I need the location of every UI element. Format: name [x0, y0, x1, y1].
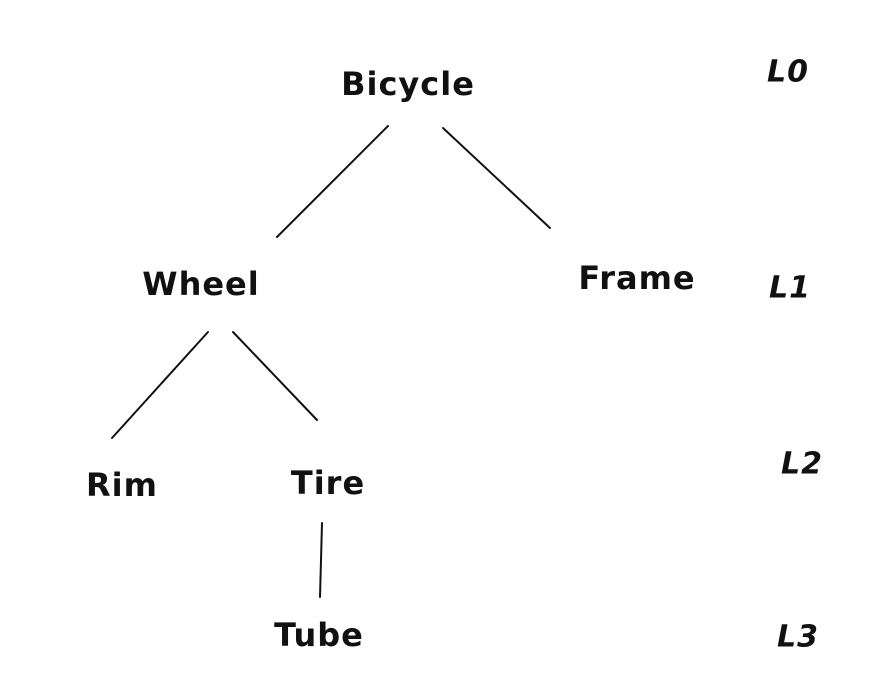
level-label-l0: L0 — [767, 54, 809, 90]
edge-bicycle-wheel — [276, 125, 389, 238]
node-bicycle: Bicycle — [341, 65, 475, 103]
level-label-l3: L3 — [777, 619, 819, 655]
edge-tire-tube — [319, 522, 323, 598]
edge-wheel-tire — [232, 331, 318, 421]
level-label-l2: L2 — [781, 446, 823, 482]
node-tire: Tire — [290, 464, 366, 502]
level-label-l1: L1 — [769, 270, 811, 306]
node-frame: Frame — [578, 259, 696, 297]
node-tube: Tube — [274, 616, 364, 654]
edge-bicycle-frame — [442, 127, 551, 229]
node-wheel: Wheel — [142, 265, 260, 303]
edge-wheel-rim — [111, 331, 209, 439]
node-rim: Rim — [86, 466, 158, 504]
